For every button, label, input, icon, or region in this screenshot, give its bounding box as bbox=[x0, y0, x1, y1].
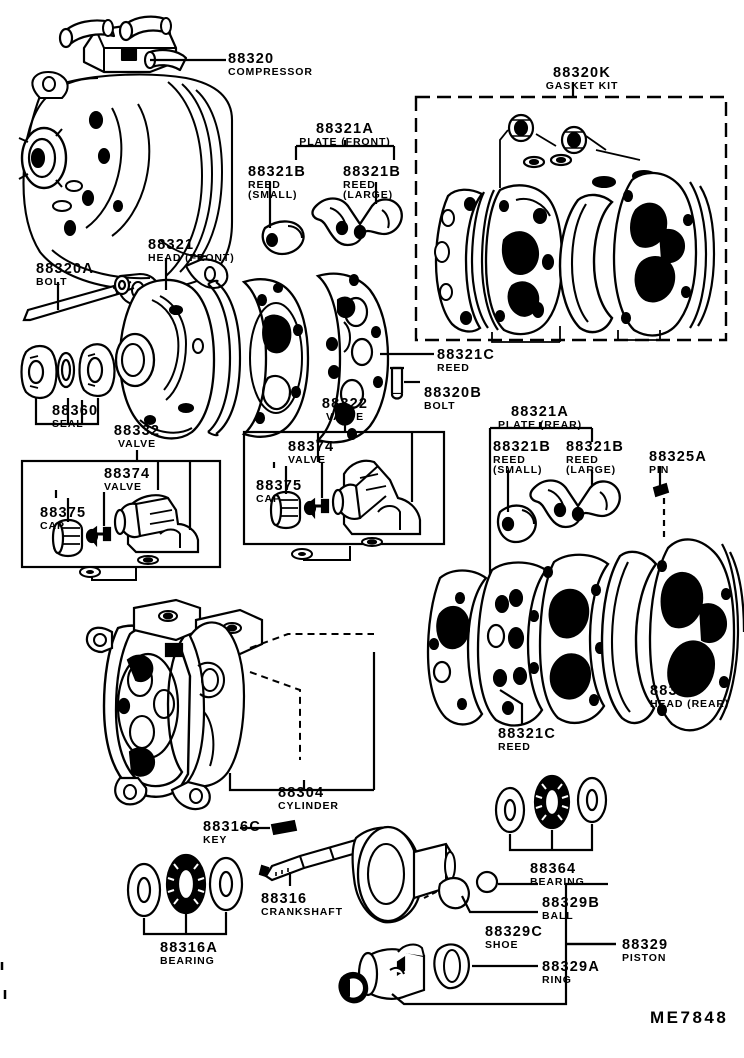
bracket-88304 bbox=[228, 652, 376, 792]
leader-88329C bbox=[461, 895, 538, 914]
bracket-88316A bbox=[142, 912, 228, 936]
label-88374-left: 88374 VALVE bbox=[104, 466, 151, 493]
bracket-88364 bbox=[508, 824, 594, 852]
part-front-head-assembly bbox=[114, 272, 390, 444]
label-88320B: 88320B BOLT bbox=[424, 385, 482, 412]
registration-marks bbox=[0, 962, 7, 999]
label-88316C: 88316C KEY bbox=[203, 819, 261, 846]
label-88321-front: 88321 HEAD (FRONT) bbox=[148, 237, 235, 264]
part-short-bolt bbox=[390, 366, 404, 400]
label-88321C-lower: 88321C REED bbox=[498, 726, 556, 753]
label-88321B-large-rear: 88321B REED (LARGE) bbox=[566, 439, 624, 477]
part-dowel-pin bbox=[652, 482, 670, 498]
label-88329C: 88329C SHOE bbox=[485, 924, 543, 951]
dashed-cylinder-to-plate bbox=[249, 633, 374, 649]
label-88375-left: 88375 CAP bbox=[40, 505, 87, 532]
label-88322: 88322 VALVE bbox=[321, 396, 369, 423]
leaders-valve-322 bbox=[272, 432, 414, 502]
label-88321B-small-rear: 88321B REED (SMALL) bbox=[493, 439, 551, 477]
label-88316: 88316 CRANKSHAFT bbox=[261, 891, 343, 918]
label-88375-center: 88375 CAP bbox=[256, 478, 303, 505]
label-88304: 88304 CYLINDER bbox=[278, 785, 339, 812]
part-shaft-seal-group bbox=[20, 343, 116, 400]
label-88321B-large-front: 88321B REED (LARGE) bbox=[343, 164, 401, 202]
part-crankshaft bbox=[258, 825, 456, 924]
part-gasket-kit-contents bbox=[434, 113, 716, 343]
bracket-88321A-rear bbox=[488, 422, 594, 442]
bracket-88321A-front bbox=[294, 140, 396, 160]
label-88321-rear: 88321 HEAD (REAR) bbox=[650, 683, 730, 710]
label-88360: 88360 SEAL bbox=[52, 403, 99, 430]
label-88329A: 88329A RING bbox=[542, 959, 600, 986]
dashed-cylinder-lower bbox=[249, 671, 301, 760]
label-88320K: 88320K GASKET KIT bbox=[545, 65, 619, 92]
part-valve-322-contents bbox=[269, 459, 422, 547]
label-88325A: 88325A PIN bbox=[649, 449, 707, 476]
part-rear-head-assembly bbox=[426, 538, 744, 732]
label-88329: 88329 PISTON bbox=[622, 937, 669, 964]
label-88374-center: 88374 VALVE bbox=[288, 439, 335, 466]
part-through-bolt bbox=[22, 274, 135, 322]
part-cylinder-block bbox=[85, 598, 264, 811]
label-88332: 88332 VALVE bbox=[113, 423, 161, 450]
label-88321A-rear: 88321A PLATE (REAR) bbox=[497, 404, 583, 431]
leaders-valve-332 bbox=[54, 462, 192, 530]
part-reed-large-front bbox=[311, 197, 403, 247]
part-crankshaft-bearing-group bbox=[126, 853, 244, 918]
bracket-88360 bbox=[34, 398, 100, 426]
label-88321A-front: 88321A PLATE (FRONT) bbox=[299, 121, 391, 148]
part-reed-small-rear bbox=[496, 504, 537, 544]
part-reed-small-front bbox=[261, 220, 305, 256]
label-88321C-upper: 88321C REED bbox=[437, 347, 495, 374]
label-88329B: 88329B BALL bbox=[542, 895, 600, 922]
valve-332-box bbox=[20, 459, 222, 569]
part-valve-332-contents bbox=[51, 494, 200, 565]
label-88321B-small-front: 88321B REED (SMALL) bbox=[248, 164, 306, 202]
gasket-kit-box bbox=[414, 95, 728, 342]
part-piston-assembly bbox=[338, 870, 499, 1004]
part-reed-large-rear bbox=[529, 479, 621, 529]
part-woodruff-key bbox=[270, 819, 298, 836]
label-88316A: 88316A BEARING bbox=[160, 940, 218, 967]
label-88320: 88320 COMPRESSOR bbox=[228, 51, 313, 78]
label-88320A: 88320A BOLT bbox=[36, 261, 94, 288]
part-thrust-bearing-group bbox=[494, 774, 608, 834]
diagram-id-code: ME7848 bbox=[650, 1008, 729, 1027]
leader-88321C-lower bbox=[499, 689, 524, 724]
label-88364: 88364 BEARING bbox=[530, 861, 585, 888]
